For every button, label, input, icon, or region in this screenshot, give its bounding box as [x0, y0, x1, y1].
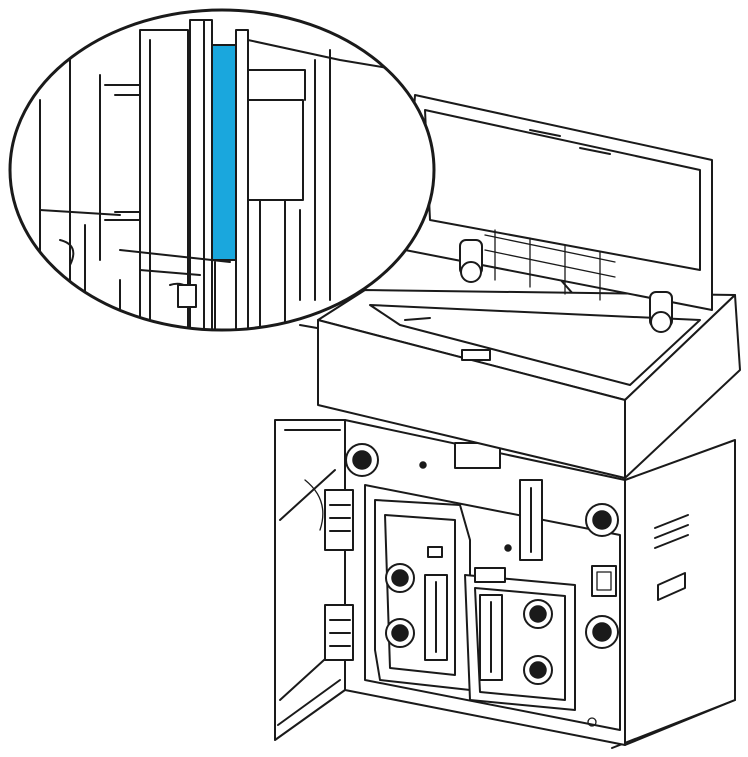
ribbon-cartridge-left	[374, 499, 471, 691]
highlighted-roller-strip	[211, 44, 237, 261]
magnified-detail	[8, 8, 436, 332]
sensor-window	[591, 565, 617, 597]
top-housing	[317, 289, 741, 479]
open-lid	[404, 94, 713, 333]
knob-right-bottom	[585, 615, 619, 649]
ribbon-cartridge-right	[464, 567, 576, 711]
knob-top-left	[345, 443, 379, 477]
lid-roller-right	[649, 291, 673, 333]
door-hinge-bottom	[324, 604, 354, 661]
door-hinge-top	[324, 489, 354, 551]
knob-right-top	[585, 503, 619, 537]
lid-roller-left	[459, 239, 483, 283]
printer-body	[274, 419, 736, 749]
